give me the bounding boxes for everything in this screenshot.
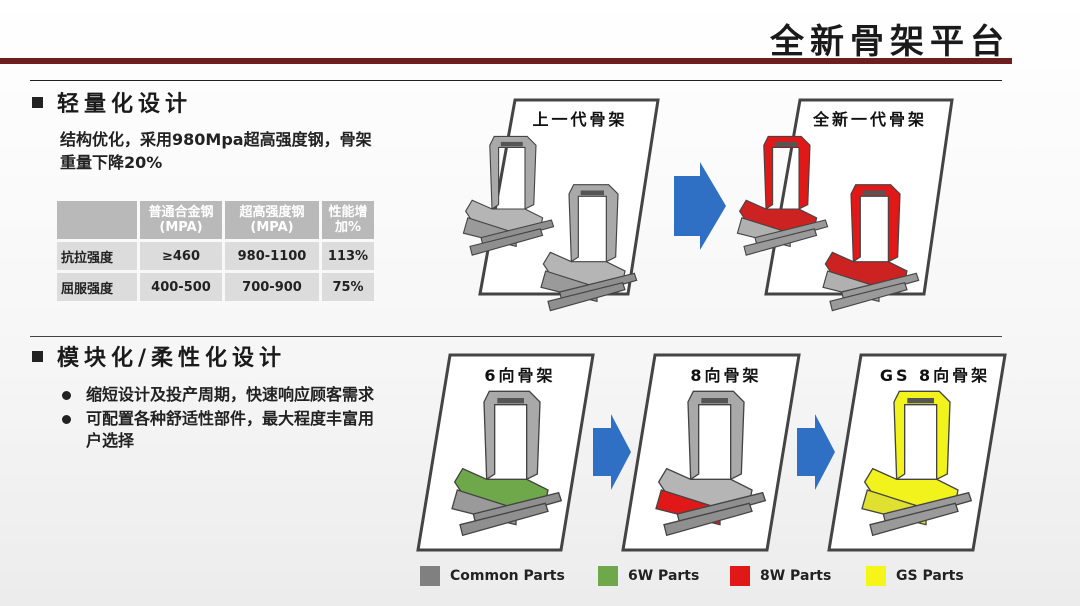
table-row-label: 抗拉强度 bbox=[57, 242, 137, 270]
title-accent-bar bbox=[0, 58, 1012, 64]
table-header-row: 普通合金钢(MPA) 超高强度钢(MPA) 性能增加% bbox=[57, 201, 374, 239]
table-row: 抗拉强度 ≥460 980-1100 113% bbox=[57, 242, 374, 270]
table-cell: 700-900 bbox=[225, 273, 319, 301]
new-frame-label: 全新一代骨架 bbox=[812, 110, 927, 129]
legend-label: GS Parts bbox=[896, 568, 964, 584]
table-cell: 113% bbox=[322, 242, 374, 270]
table-cell: 980-1100 bbox=[225, 242, 319, 270]
table-row-label: 屈服强度 bbox=[57, 273, 137, 301]
arrow-right-icon bbox=[593, 414, 631, 490]
section-lightweight-heading: 轻量化设计 bbox=[32, 86, 192, 118]
strength-table: 普通合金钢(MPA) 超高强度钢(MPA) 性能增加% 抗拉强度 ≥460 98… bbox=[54, 198, 377, 304]
table-header-cell: 性能增加% bbox=[322, 201, 374, 239]
title-divider bbox=[30, 80, 1002, 81]
page-title: 全新骨架平台 bbox=[770, 22, 1010, 62]
table-cell: 400-500 bbox=[140, 273, 222, 301]
table-header-cell: 超高强度钢(MPA) bbox=[225, 201, 319, 239]
previous-frame-label: 上一代骨架 bbox=[532, 110, 628, 129]
section-divider bbox=[30, 336, 1002, 337]
generation-comparison-diagram bbox=[462, 98, 954, 312]
table-header-cell: 普通合金钢(MPA) bbox=[140, 201, 222, 239]
legend-swatch bbox=[598, 566, 618, 586]
section-modular-heading: 模块化/柔性化设计 bbox=[32, 340, 286, 372]
modular-bullet-list: 缩短设计及投产周期，快速响应顾客需求 可配置各种舒适性部件，最大程度丰富用户选择 bbox=[58, 384, 378, 454]
legend-6w: 6W Parts bbox=[598, 566, 699, 586]
square-bullet-icon bbox=[32, 96, 43, 108]
legend-label: 8W Parts bbox=[760, 568, 832, 584]
legend-label: 6W Parts bbox=[628, 568, 700, 584]
list-item: 可配置各种舒适性部件，最大程度丰富用户选择 bbox=[58, 408, 378, 452]
arrow-right-icon bbox=[674, 162, 726, 250]
6w-frame-label: 6向骨架 bbox=[484, 366, 556, 385]
table-corner-cell bbox=[57, 201, 137, 239]
bullet-dot-icon bbox=[62, 415, 71, 424]
section-heading-text: 轻量化设计 bbox=[57, 92, 193, 117]
legend-label: Common Parts bbox=[450, 568, 565, 584]
section-lightweight-description: 结构优化，采用980Mpa超高强度钢，骨架重量下降20% bbox=[60, 130, 372, 172]
8w-frame-label: 8向骨架 bbox=[690, 366, 762, 385]
list-item: 缩短设计及投产周期，快速响应顾客需求 bbox=[58, 384, 378, 406]
legend-swatch bbox=[730, 566, 750, 586]
table-cell: 75% bbox=[322, 273, 374, 301]
legend-swatch bbox=[420, 566, 440, 586]
legend-gs: GS Parts bbox=[866, 566, 964, 586]
table-cell: ≥460 bbox=[140, 242, 222, 270]
arrow-right-icon bbox=[797, 414, 835, 490]
section-heading-text: 模块化/柔性化设计 bbox=[57, 346, 287, 371]
gs-frame-label: GS 8向骨架 bbox=[879, 366, 991, 385]
configuration-diagram bbox=[416, 353, 1007, 552]
bullet-dot-icon bbox=[62, 391, 71, 400]
legend-8w: 8W Parts bbox=[730, 566, 831, 586]
legend-swatch bbox=[866, 566, 886, 586]
legend-common: Common Parts bbox=[420, 566, 565, 586]
table-row: 屈服强度 400-500 700-900 75% bbox=[57, 273, 374, 301]
square-bullet-icon bbox=[32, 350, 43, 362]
